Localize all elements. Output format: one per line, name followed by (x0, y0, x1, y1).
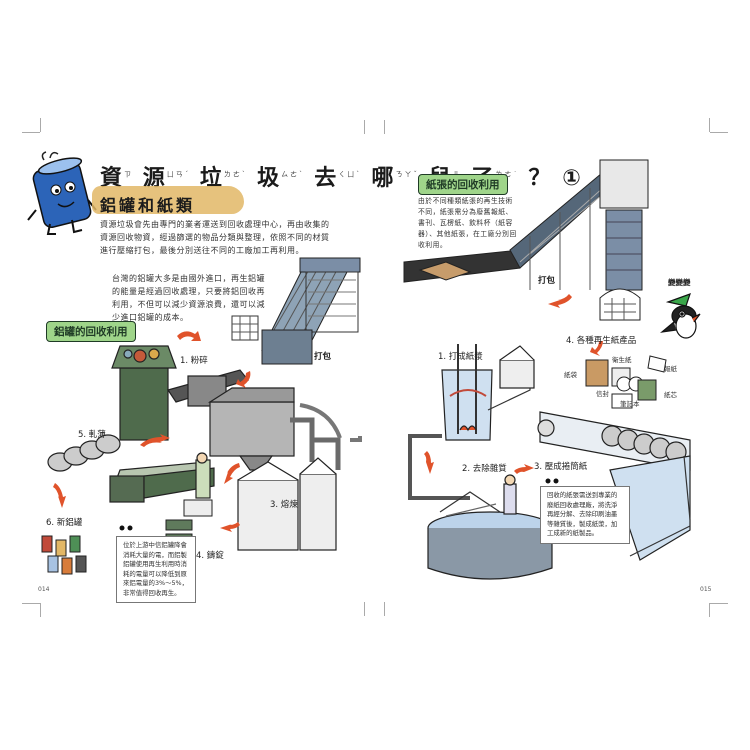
crop-mark-bottom-right-v (709, 603, 710, 617)
subtitle-brush-background (92, 186, 244, 214)
paper-process-note: 回收的紙張需送到專業的廢紙回收處理廠，將洗淨再經分解、去除印刷油墨等雜質後，製成… (540, 486, 630, 544)
aluminum-paragraph: 台灣的鋁罐大多是由國外進口，再生鋁罐的能量是經過回收處理，只要將鋁回收再利用，不… (112, 274, 265, 322)
product-envelope: 信封 (596, 390, 609, 398)
new-cans (41, 535, 87, 575)
crop-mark-bottom-left-v (40, 603, 41, 617)
crop-mark-top-left-v (40, 118, 41, 132)
bale-label-right: 打包 (538, 276, 556, 286)
aluminum-section-label: 鋁罐的回收利用 (46, 321, 136, 342)
aluminum-sorting-line (231, 257, 361, 365)
step-impurity-removal: 2. 去除雜質 (462, 464, 507, 474)
paper-intro: 由於不同種類紙張的再生技術不同，紙張需分為廢舊報紙、書刊、瓦楞紙、飲料杯（紙容器… (418, 197, 517, 249)
melting-furnace (207, 387, 362, 551)
flow-arrows-left (53, 331, 251, 532)
bale-label-left: 打包 (314, 352, 332, 362)
crop-mark-center-top-2 (384, 120, 385, 134)
page-subtitle: 鋁罐和紙類 (100, 196, 196, 215)
step-pulping: 1. 打成紙漿 (438, 352, 483, 362)
intro-paragraph: 資源垃圾會先由專門的業者運送到回收處理中心，再由收集的資源回收物資，經過篩選的物… (100, 220, 330, 255)
step-melting: 3. 熔煉 (270, 500, 298, 510)
paper-conveyor (403, 159, 649, 321)
crop-mark-top-right-v (709, 118, 710, 132)
shredder-machine (111, 345, 250, 441)
page-number-left: 014 (38, 586, 50, 593)
recycle-can-mascot (27, 151, 97, 235)
product-paper-core: 紙芯 (664, 391, 677, 399)
product-newspaper: 報紙 (664, 365, 677, 373)
recycled-products (585, 355, 667, 409)
step-ingot: 4. 鑄錠 (196, 551, 224, 561)
step-roll-pressing: 3. 壓成捲筒紙 (534, 462, 588, 472)
step-rolling: 5. 軋薄 (78, 430, 106, 440)
screening-vat (427, 474, 553, 580)
bird-speech-label: 變變變 (668, 278, 691, 287)
crop-mark-top-left (22, 132, 40, 133)
flow-arrows-right (424, 294, 603, 474)
pulp-pipe (408, 434, 470, 500)
crop-mark-bottom-left (22, 603, 40, 604)
crop-mark-center-bottom-2 (384, 602, 385, 616)
crop-mark-bottom-right (710, 603, 728, 604)
eyes-icon (119, 478, 559, 531)
crop-mark-top-right (710, 132, 728, 133)
product-notebook: 筆記本 (620, 400, 640, 408)
pulping-tank (441, 344, 535, 441)
crop-mark-center-top (364, 120, 365, 134)
aluminum-energy-note: 位於上游中信鋁罐降會消耗大量的電，而鋁製鋁罐使用再生利用時消耗的電量可以降低到原… (116, 536, 196, 603)
paper-machine (537, 411, 691, 561)
magpie-bird (659, 293, 701, 339)
product-toilet-paper: 衛生紙 (612, 356, 632, 364)
step-new-can: 6. 新鋁罐 (46, 518, 83, 528)
step-recycled-products: 4. 各種再生紙產品 (566, 336, 637, 346)
crop-mark-center-bottom (364, 602, 365, 616)
page-number-right: 015 (700, 586, 712, 593)
product-paper-bag: 紙袋 (564, 371, 577, 379)
rolling-mill (47, 434, 215, 503)
step-shredding: 1. 粉碎 (180, 356, 208, 366)
paper-section-label: 紙張的回收利用 (418, 174, 508, 195)
